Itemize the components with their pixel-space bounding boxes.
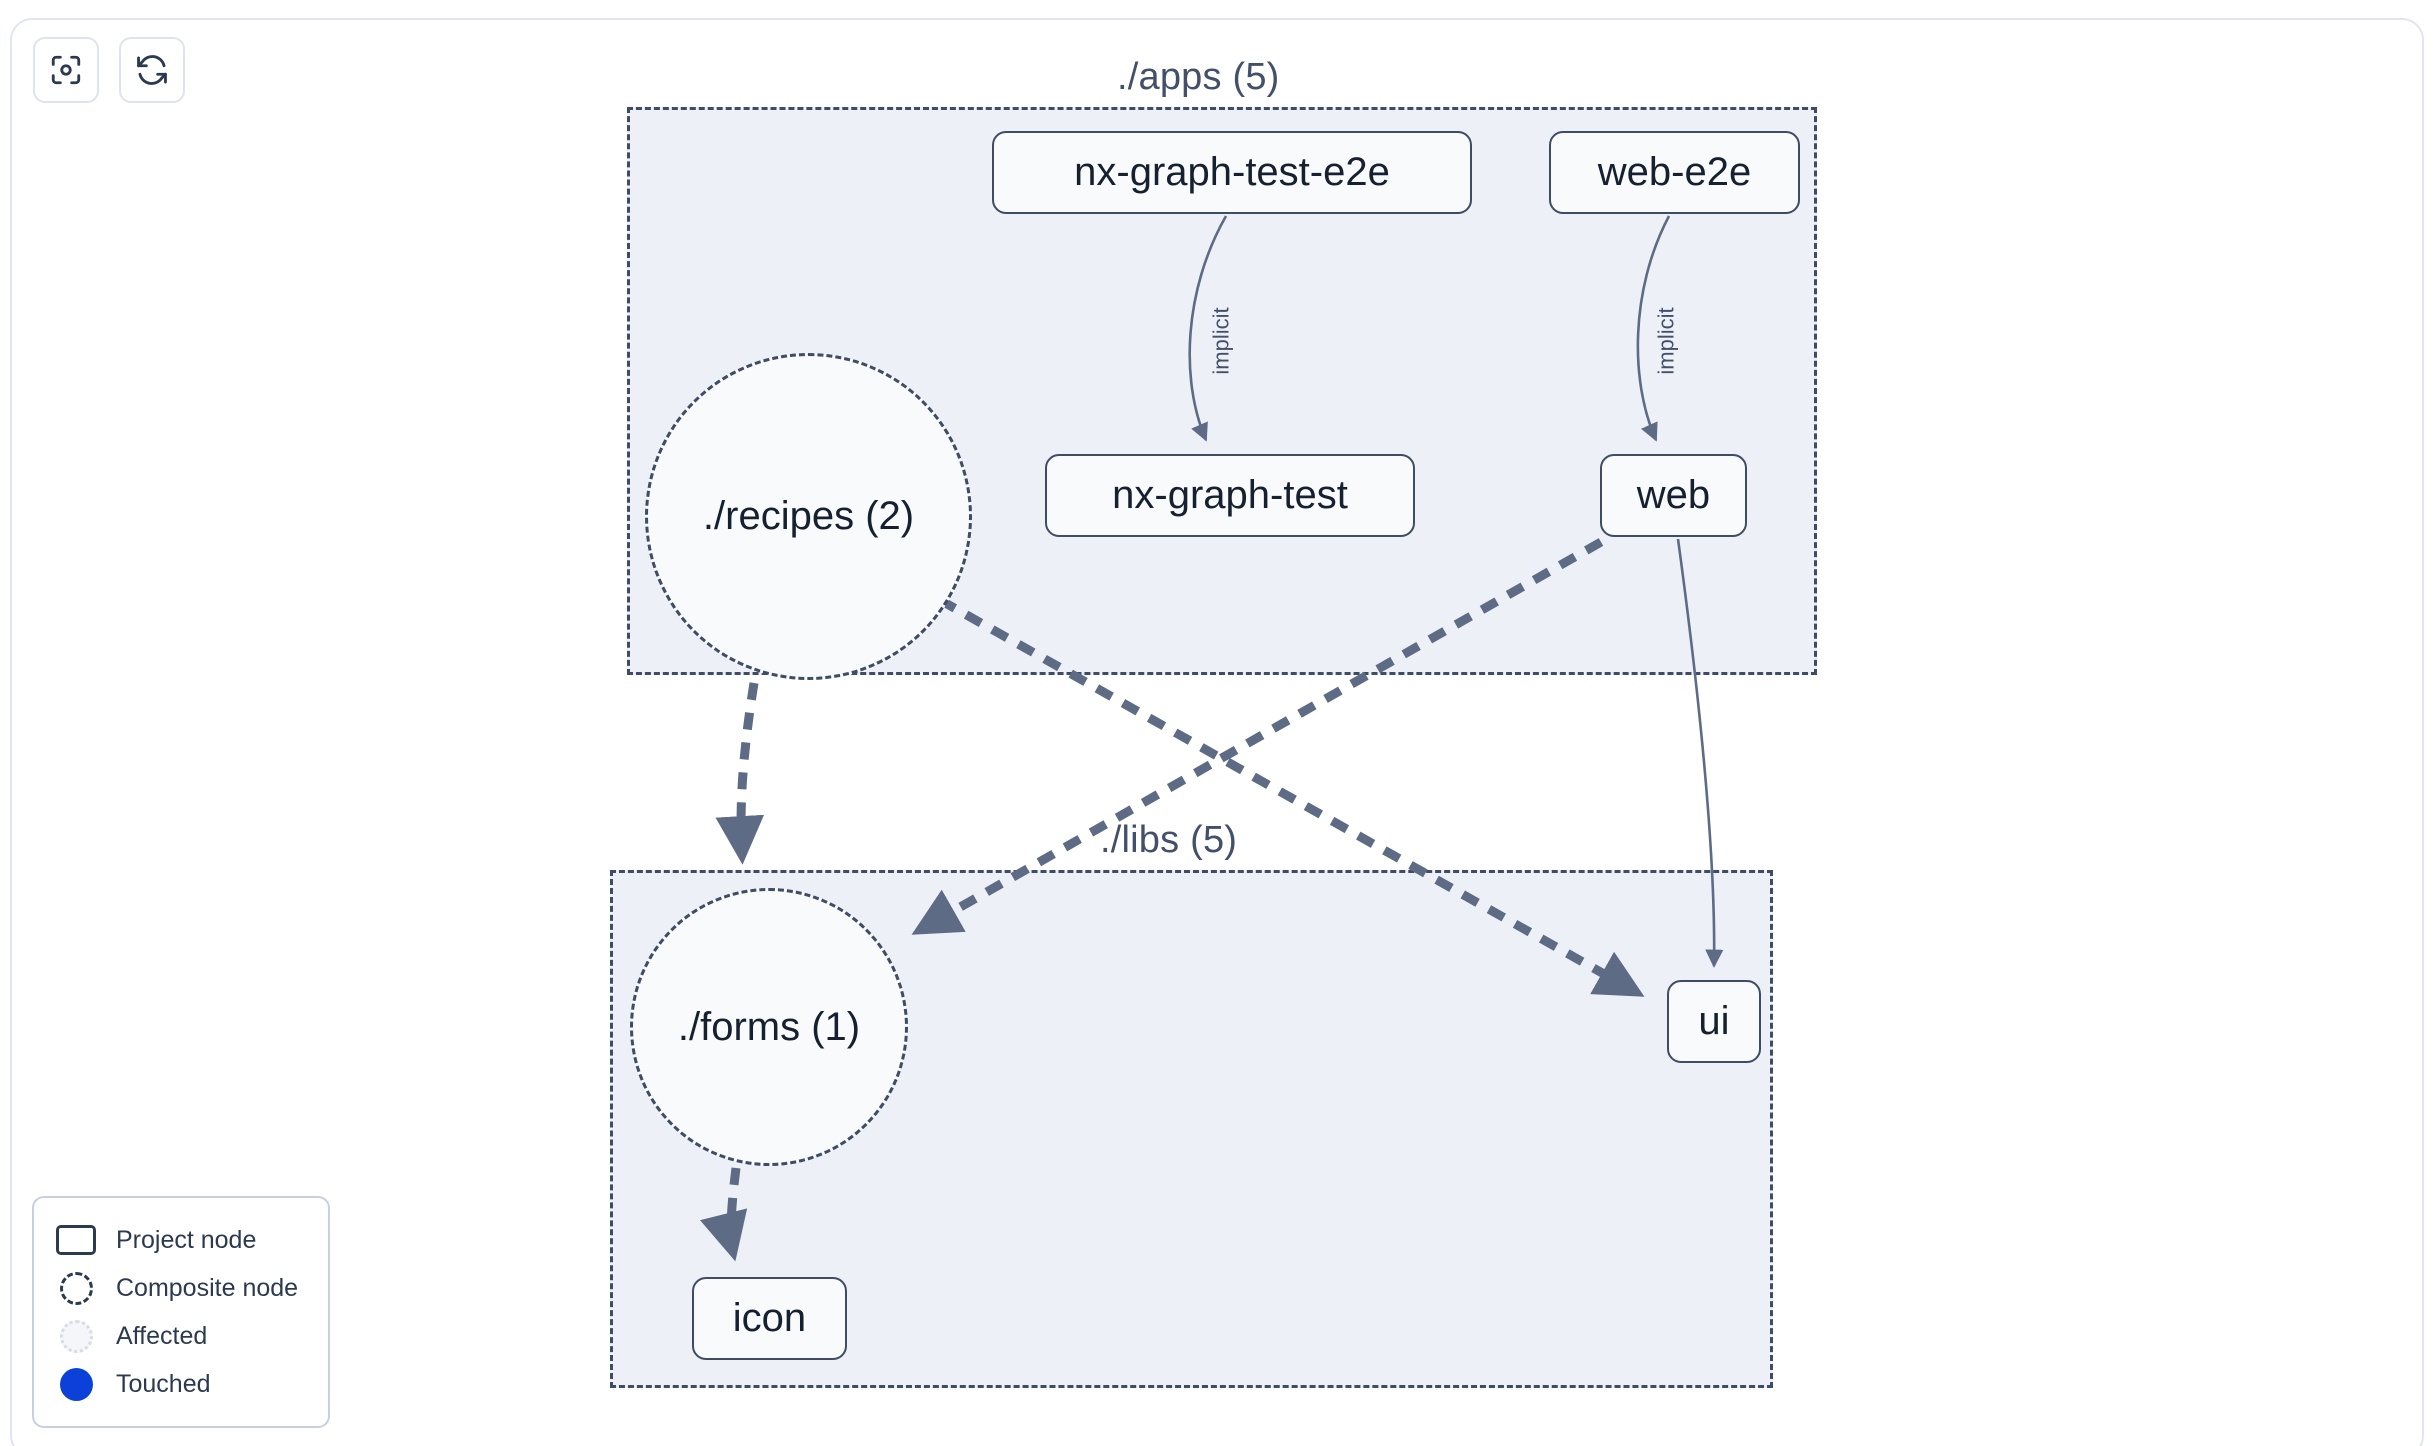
legend-item-touched: Touched	[56, 1360, 308, 1408]
composite-node-forms[interactable]: ./forms (1)	[630, 888, 908, 1166]
graph-toolbar	[33, 37, 185, 103]
legend-label-composite-node: Composite node	[116, 1273, 299, 1302]
focus-target-icon	[49, 53, 83, 87]
legend-label-touched: Touched	[116, 1369, 211, 1398]
legend-item-project-node: Project node	[56, 1216, 308, 1264]
legend-label-affected: Affected	[116, 1321, 208, 1350]
composite-node-recipes[interactable]: ./recipes (2)	[645, 353, 972, 680]
refresh-graph-button[interactable]	[119, 37, 185, 103]
refresh-icon	[135, 53, 169, 87]
composite-node-swatch	[56, 1271, 96, 1305]
graph-legend: Project node Composite node Affected Tou…	[32, 1196, 330, 1428]
legend-label-project-node: Project node	[116, 1225, 257, 1254]
project-node-swatch	[56, 1225, 96, 1255]
node-icon[interactable]: icon	[692, 1277, 847, 1360]
legend-item-affected: Affected	[56, 1312, 308, 1360]
group-label-apps: ./apps (5)	[1117, 56, 1280, 98]
edge-recipes-to-forms	[715, 682, 765, 865]
node-nx-graph-test-e2e[interactable]: nx-graph-test-e2e	[992, 131, 1472, 214]
legend-item-composite-node: Composite node	[56, 1264, 308, 1312]
touched-swatch	[56, 1367, 96, 1401]
node-nx-graph-test[interactable]: nx-graph-test	[1045, 454, 1415, 537]
node-web-e2e[interactable]: web-e2e	[1549, 131, 1800, 214]
group-label-libs: ./libs (5)	[1100, 819, 1238, 861]
node-web[interactable]: web	[1600, 454, 1747, 537]
focus-graph-button[interactable]	[33, 37, 99, 103]
node-ui[interactable]: ui	[1667, 980, 1761, 1063]
affected-swatch	[56, 1319, 96, 1353]
